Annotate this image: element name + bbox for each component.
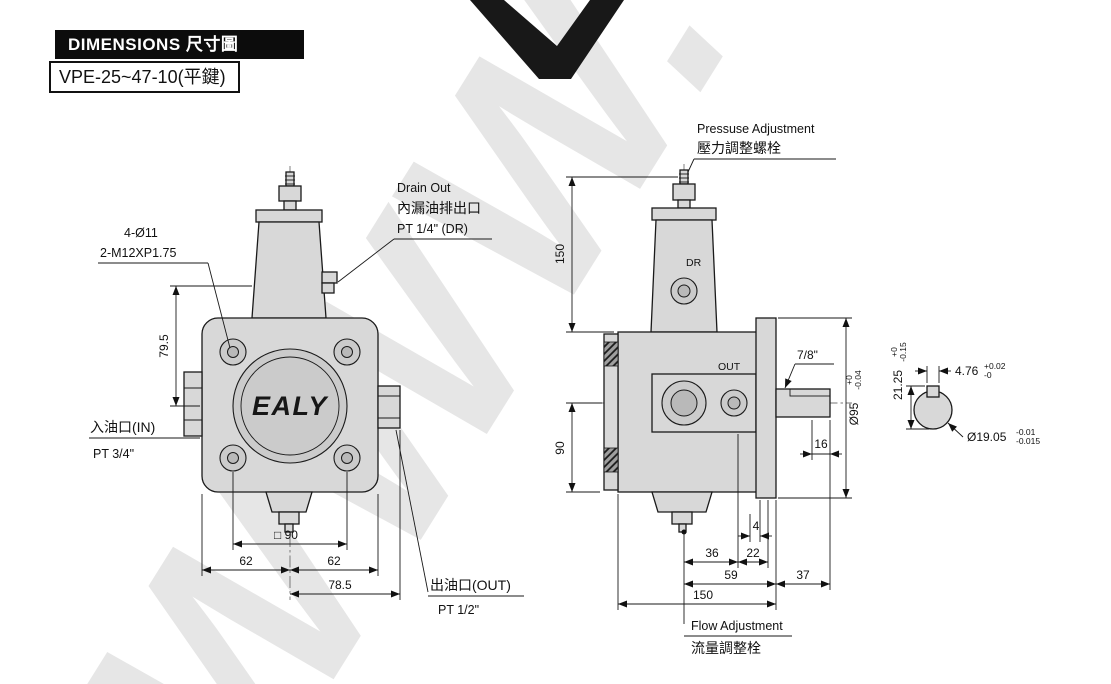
- dim-62-right: 62: [327, 554, 341, 568]
- note-bolt-spec-line2: 2-M12XP1.75: [100, 246, 176, 260]
- front-bottom-plug: [265, 491, 313, 533]
- dim-key-height: 21.25: [891, 370, 905, 400]
- side-shaft-key: [789, 388, 831, 397]
- seal-hatch-bottom: [603, 447, 619, 473]
- side-shaft: [775, 388, 831, 418]
- side-tower-cap: [651, 207, 717, 221]
- front-center-boss-inner: [240, 356, 340, 456]
- watermark-dark-fragment: [470, 0, 624, 79]
- front-notes: 4-Ø11 2-M12XP1.75 Drain Out 內漏油排出口 PT 1/…: [89, 181, 524, 617]
- seal-hatch-top: [603, 341, 619, 367]
- detail-key: [926, 385, 940, 398]
- dim-37: 37: [796, 568, 810, 582]
- dim-flange-tol-lo: -0.04: [853, 370, 863, 390]
- page-title: DIMENSIONS 尺寸圖: [55, 30, 304, 59]
- model-label: VPE-25~47-10(平鍵): [49, 61, 240, 93]
- note-pressure-line2: 壓力調整螺栓: [697, 140, 781, 156]
- dim-flange-tol-hi: +0: [844, 375, 854, 385]
- dim-shaft-dia: Ø19.05: [967, 430, 1007, 444]
- dim-key-width-tol-lo: -0: [984, 370, 992, 380]
- front-adjust-screw: [278, 171, 302, 211]
- dim-key-width: 4.76: [955, 364, 979, 378]
- bolt-note-leader: [207, 262, 231, 349]
- dr-port-label: DR: [686, 257, 702, 269]
- note-pressure-line1: Pressuse Adjustment: [697, 122, 815, 136]
- dim-key-height-tol-lo: -0.15: [898, 342, 908, 362]
- side-flange: [755, 317, 777, 499]
- front-dimensions: 79.5 □ 90 62 62 78.5: [157, 285, 401, 600]
- front-inlet-flange: [183, 371, 203, 437]
- dim-flange-dia: Ø95: [847, 402, 861, 425]
- note-flow-line2: 流量調整栓: [691, 640, 761, 656]
- front-outlet-port: [377, 385, 401, 429]
- note-drain-line2: 內漏油排出口: [397, 200, 481, 216]
- note-flow-line1: Flow Adjustment: [691, 619, 783, 633]
- brand-logo: EALY: [252, 391, 329, 421]
- dim-22: 22: [746, 546, 760, 560]
- dim-shaft-dia-tol-hi: -0.01: [1016, 427, 1036, 437]
- dim-150-top: 150: [553, 244, 567, 264]
- pressure-note-leader: [687, 158, 695, 173]
- dim-59: 59: [724, 568, 738, 582]
- dim-square-90: □ 90: [274, 528, 298, 542]
- note-inlet-line2: PT 3/4": [93, 447, 134, 461]
- front-view: EALY 79.5 □ 90 62 6: [89, 166, 524, 617]
- side-adjust-screw: [672, 169, 696, 209]
- note-outlet-line1: 出油口(OUT): [430, 577, 511, 593]
- dim-16: 16: [814, 437, 828, 451]
- note-drain-line1: Drain Out: [397, 181, 451, 195]
- front-drain-fitting: [321, 271, 338, 294]
- outlet-note-leader: [395, 429, 429, 593]
- side-dimensions: 150 90 7/8" Ø95 +0 -0.04 16: [553, 176, 863, 610]
- dim-150-bottom: 150: [693, 588, 713, 602]
- dim-90: 90: [553, 441, 567, 455]
- dim-36: 36: [705, 546, 719, 560]
- note-bolt-spec-line1: 4-Ø11: [124, 226, 158, 240]
- note-outlet-line2: PT 1/2": [438, 603, 479, 617]
- side-bottom-plug: [651, 491, 713, 533]
- front-tower-cap: [255, 209, 323, 223]
- side-notes: Pressuse Adjustment 壓力調整螺栓 Flow Adjustme…: [681, 122, 836, 656]
- dim-key-height-tol-hi: +0: [889, 347, 899, 357]
- front-tower: [251, 221, 327, 319]
- note-inlet-line1: 入油口(IN): [90, 419, 155, 435]
- front-mount-bolts: [219, 338, 361, 472]
- dim-78-inch: 7/8": [797, 348, 818, 362]
- note-drain-line3: PT 1/4" (DR): [397, 222, 468, 236]
- drain-note-leader: [337, 238, 395, 283]
- side-view: DR OUT: [553, 122, 863, 656]
- dim-height-795: 79.5: [157, 334, 171, 358]
- shaft-detail: 4.76 +0.02 -0 21.25 +0 -0.15 Ø19.05 -0.0…: [889, 342, 1040, 446]
- dim-62-left: 62: [239, 554, 253, 568]
- dim-785: 78.5: [328, 578, 352, 592]
- out-port-label: OUT: [718, 361, 741, 373]
- dim-key-width-tol-hi: +0.02: [984, 361, 1006, 371]
- front-center-boss: [232, 348, 348, 464]
- dim-4: 4: [753, 519, 760, 533]
- dim-shaft-dia-tol-lo: -0.015: [1016, 436, 1040, 446]
- side-tower: [650, 219, 718, 333]
